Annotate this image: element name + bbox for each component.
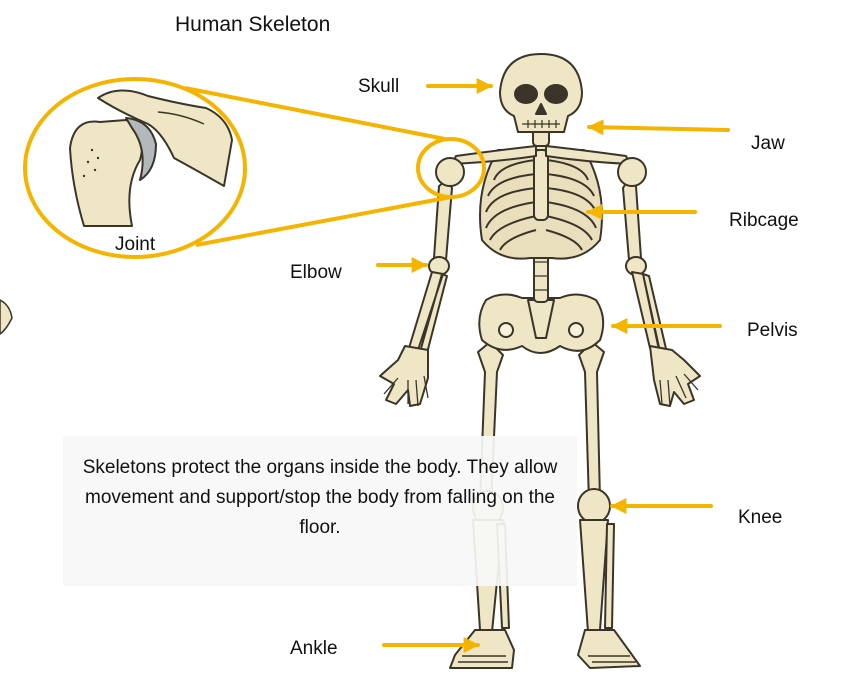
left-forearm-bones <box>409 272 447 353</box>
info-text: Skeletons protect the organs inside the … <box>63 453 577 543</box>
right-humerus <box>623 180 641 260</box>
joint-magnifier <box>25 79 484 257</box>
right-femur <box>579 342 604 502</box>
label-elbow: Elbow <box>290 262 342 284</box>
diagram-title: Human Skeleton <box>175 13 330 37</box>
label-pelvis: Pelvis <box>747 320 798 342</box>
left-shoulder <box>436 158 464 186</box>
label-ankle: Ankle <box>290 638 338 660</box>
left-hand <box>380 346 428 406</box>
right-forearm-bones <box>632 272 667 353</box>
right-kneecap <box>578 489 610 523</box>
label-jaw: Jaw <box>751 133 785 155</box>
right-hand <box>650 346 700 406</box>
info-box: Skeletons protect the organs inside the … <box>63 436 577 586</box>
right-fibula <box>605 524 614 628</box>
label-skull: Skull <box>358 76 399 98</box>
label-knee: Knee <box>738 507 782 529</box>
skull <box>500 54 582 132</box>
partial-hand-fragment <box>0 300 12 334</box>
right-tibia <box>580 520 608 632</box>
left-humerus <box>434 180 452 260</box>
jaw-arrow <box>589 127 728 130</box>
label-ribcage: Ribcage <box>729 210 799 232</box>
right-shoulder <box>618 158 646 186</box>
sternum <box>534 150 548 220</box>
label-joint: Joint <box>115 234 155 256</box>
